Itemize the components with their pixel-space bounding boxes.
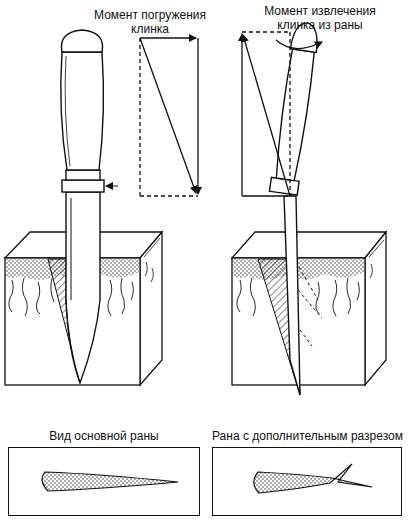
- figure-caption: Момент извлечения клинка из раны: [256, 4, 384, 32]
- knife-inserting: [61, 30, 118, 383]
- wound-with-cut: [254, 464, 372, 493]
- force-diagram: [242, 32, 290, 196]
- force-diagram: [140, 38, 198, 196]
- knife-withdrawing: [269, 21, 322, 395]
- panel-border: [8, 447, 200, 516]
- tissue-block: [232, 232, 386, 385]
- main-wound: [42, 472, 178, 491]
- panel-heading: Вид основной раны: [8, 429, 200, 444]
- panel-border: [212, 447, 402, 516]
- figure-caption: Момент погружения клинка: [75, 8, 225, 36]
- panel-heading: Рана с дополнительным разрезом: [212, 429, 402, 444]
- wound-panel: Вид основной раны: [8, 429, 200, 516]
- extra-cut: [296, 262, 322, 346]
- wound-panel: Рана с дополнительным разрезом: [212, 429, 402, 516]
